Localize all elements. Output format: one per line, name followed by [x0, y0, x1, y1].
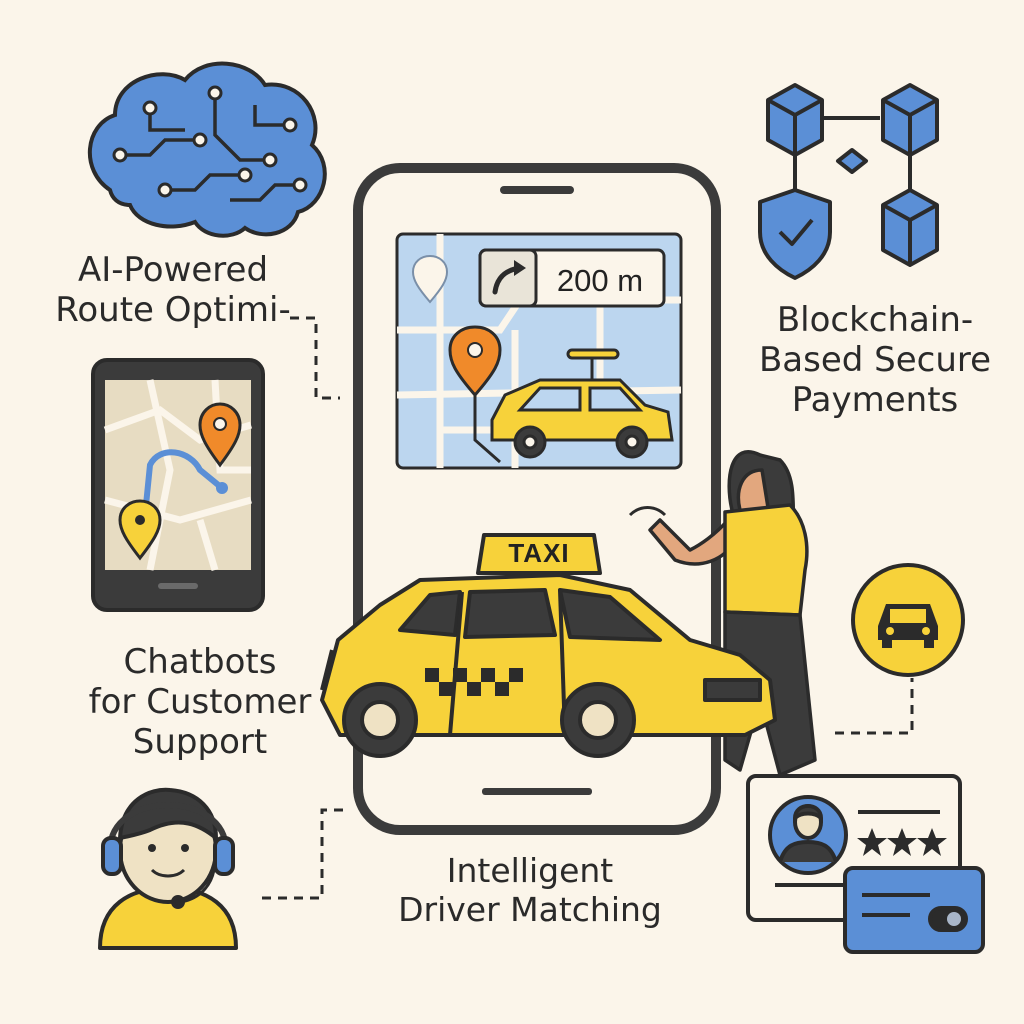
shield-check-icon: [758, 188, 832, 280]
car-circle-icon: [851, 563, 965, 677]
credit-card-icon: [843, 866, 985, 954]
cube-icon: [766, 83, 824, 157]
dashed-connectors: [262, 316, 914, 900]
driver-matching-label: Intelligent Driver Matching: [370, 851, 690, 930]
ai-route-optimization-label: AI-Powered Route Optimi-: [28, 250, 318, 330]
star-icon: [887, 828, 917, 856]
navigation-distance: 200 m: [556, 263, 644, 298]
label-line: Chatbots: [123, 642, 277, 682]
label-line: Intelligent: [446, 851, 614, 890]
cube-icon: [881, 83, 939, 157]
location-pin-icon: [411, 254, 449, 304]
chatbots-support-label: Chatbots for Customer Support: [60, 642, 340, 762]
support-agent-icon: [98, 787, 238, 950]
label-line: Driver Matching: [398, 889, 662, 929]
star-icon: [917, 828, 947, 856]
location-pin-icon: [198, 402, 242, 468]
map-phone-icon: [91, 358, 265, 612]
location-pin-icon: [118, 499, 162, 561]
label-line: AI-Powered: [77, 250, 269, 290]
label-line: Payments: [791, 380, 959, 421]
label-line: Support: [132, 722, 268, 763]
star-icon: [857, 828, 887, 856]
taxi-icon: [490, 348, 674, 459]
brain-icon: [87, 61, 327, 238]
cube-icon: [881, 188, 939, 267]
label-line: Blockchain-: [776, 300, 974, 340]
taxi-roof-sign: [476, 533, 602, 575]
checker-pattern: [425, 668, 523, 696]
route-line: [142, 449, 225, 518]
star-rating: [857, 828, 947, 856]
label-line: for Customer: [88, 682, 312, 723]
connector-chatbot: [262, 808, 348, 900]
diamond-icon: [836, 148, 868, 174]
taxi-icon: [320, 533, 777, 758]
label-line: Based Secure: [758, 340, 992, 381]
blockchain-cubes-icon: [758, 83, 939, 280]
taxi-sign-label: TAXI: [508, 537, 570, 568]
blockchain-payments-label: Blockchain- Based Secure Payments: [730, 300, 1020, 420]
label-line: Route Optimi-: [55, 290, 291, 331]
location-pin-icon: [448, 325, 502, 398]
connector-ai: [290, 316, 340, 400]
connector-payment: [835, 678, 914, 735]
